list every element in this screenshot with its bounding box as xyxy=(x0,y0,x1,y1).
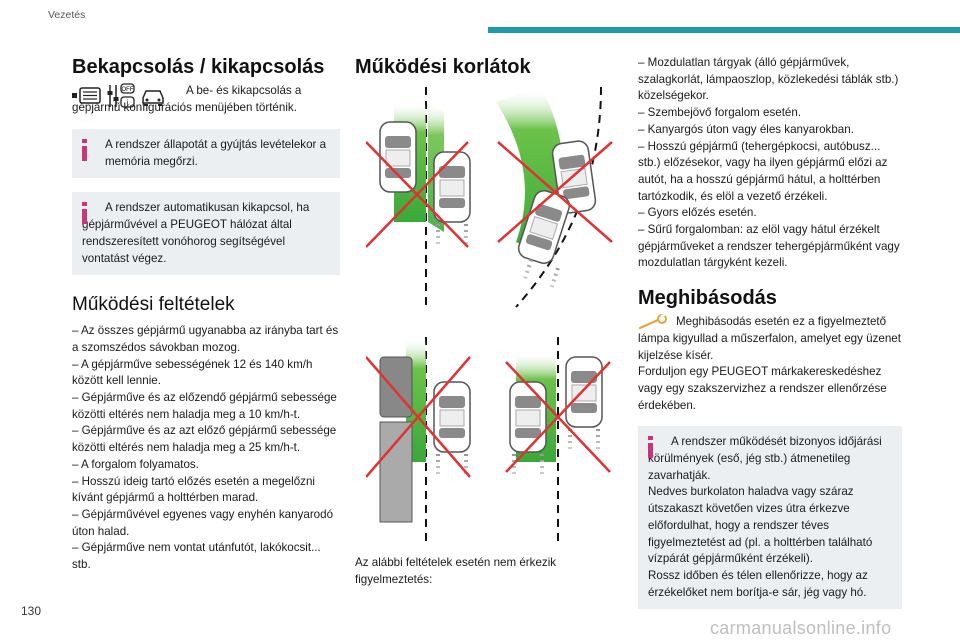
column-left: Bekapcsolás / kikapcsolás xyxy=(72,55,340,574)
list-item: – Sűrű forgalomban: az elöl vagy hátul é… xyxy=(638,223,900,270)
header-section: Vezetés xyxy=(48,9,86,21)
info-text-memory: A rendszer állapotát a gyújtás levételek… xyxy=(105,138,327,168)
fault-text-2: Forduljon egy PEUGEOT márkakereskedéshez… xyxy=(638,365,887,412)
activation-intro: OFF i A be- és kikapcsolás a gépjármű ko… xyxy=(72,83,340,117)
list-item: – Hosszú ideig tartó előzés esetén a meg… xyxy=(72,474,315,505)
blind-spot-illustration xyxy=(365,82,618,550)
list-item: – Gépjárművével egyenes vagy enyhén kany… xyxy=(72,507,334,538)
watermark: carmanualsonline.info xyxy=(710,618,892,638)
list-item: – Gépjárműve és az azt előző gépjármű se… xyxy=(72,424,337,455)
menu-icon xyxy=(72,87,102,111)
scenario-oncoming-traffic xyxy=(365,87,471,307)
list-item: – A forgalom folyamatos. xyxy=(72,457,199,471)
info-text-weather: A rendszer működését bizonyos időjárási … xyxy=(648,435,882,482)
info-text-wet-road: Nedves burkolaton haladva vagy száraz út… xyxy=(648,485,873,566)
scenario-fast-overtaking xyxy=(505,337,611,542)
section-title-fault: Meghibásodás xyxy=(638,287,777,310)
info-icon xyxy=(648,436,653,459)
list-item: – Gépjárműve és az előzendő gépjármű seb… xyxy=(72,391,337,421)
activation-intro-text: A be- és kikapcsolás a gépjármű konfigur… xyxy=(72,84,302,114)
list-item: – Gépjárműve nem vontat utánfutót, lakók… xyxy=(72,541,321,572)
info-box-towing: A rendszer automatikusan kikapcsol, ha g… xyxy=(72,192,340,276)
list-item: – Kanyargós úton vagy éles kanyarokban. xyxy=(638,122,854,136)
info-icon xyxy=(82,202,87,225)
section-title-limits: Működési korlátok xyxy=(355,56,531,78)
info-icon xyxy=(82,139,87,161)
scenario-long-vehicle xyxy=(365,337,471,542)
fault-block: Meghibásodás esetén ez a figyelmeztető l… xyxy=(638,314,902,414)
list-item: – Hosszú gépjármű (tehergépkocsi, autóbu… xyxy=(638,139,888,203)
list-item: – Mozdulatlan tárgyak (álló gépjárművek,… xyxy=(638,56,899,103)
column-middle: Működési korlátok xyxy=(355,55,620,83)
section-title-conditions: Működési feltételek xyxy=(72,294,235,316)
section-title-activation: Bekapcsolás / kikapcsolás xyxy=(72,56,325,78)
list-item: – A gépjárműve sebességének 12 és 140 km… xyxy=(72,357,313,388)
list-item: – Szembejövő forgalom esetén. xyxy=(638,106,802,120)
page-number: 130 xyxy=(21,604,42,618)
list-item: – Az összes gépjármű ugyanabba az irányb… xyxy=(72,324,339,354)
conditions-list: – Az összes gépjármű ugyanabba az irányb… xyxy=(72,323,340,574)
info-text-towing: A rendszer automatikusan kikapcsol, ha g… xyxy=(82,201,310,265)
list-item: – Gyors előzés esetén. xyxy=(638,206,757,220)
info-text-check-sensors: Rossz időben és télen ellenőrizze, hogy … xyxy=(648,568,868,599)
figure-caption: Az alábbi feltételek esetén nem érkezik … xyxy=(355,556,557,586)
svg-text:i: i xyxy=(127,100,129,107)
scenario-sharp-curve xyxy=(496,86,613,308)
info-box-weather: A rendszer működését bizonyos időjárási … xyxy=(638,426,902,610)
car-icon xyxy=(140,85,166,113)
svg-text:OFF: OFF xyxy=(122,87,134,93)
fault-text: Meghibásodás esetén ez a figyelmeztető l… xyxy=(638,315,901,362)
column-right: – Mozdulatlan tárgyak (álló gépjárművek,… xyxy=(638,55,902,610)
wrench-warning-icon xyxy=(638,314,670,338)
driving-settings-icon: OFF i xyxy=(106,83,136,115)
header-accent-bar xyxy=(488,27,960,33)
info-box-memory: A rendszer állapotát a gyújtás levételek… xyxy=(72,129,340,179)
limits-list: – Mozdulatlan tárgyak (álló gépjárművek,… xyxy=(638,55,902,272)
